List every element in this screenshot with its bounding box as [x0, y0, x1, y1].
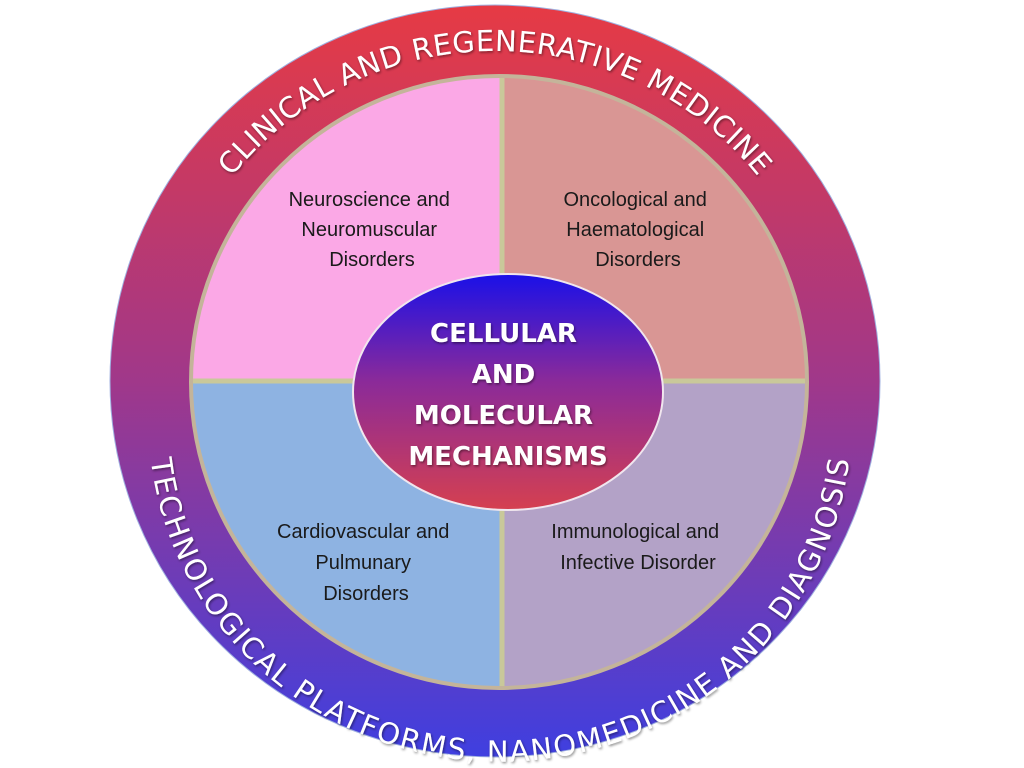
quadrant-label-oncology: Oncological and Haematological Disorders [564, 189, 713, 271]
inner-disc-border [189, 74, 809, 690]
center-label: CELLULAR AND MOLECULAR MECHANISMS [408, 319, 607, 472]
quadrant-label-immunology: Immunological and Infective Disorder [551, 521, 724, 574]
center-ellipse[interactable] [352, 273, 664, 511]
quadrant-label-cardiovascular: Cardiovascular and Pulmunary Disorders [277, 521, 455, 605]
quadrant-label-neuroscience: Neuroscience and Neuromuscular Disorders [289, 189, 456, 271]
